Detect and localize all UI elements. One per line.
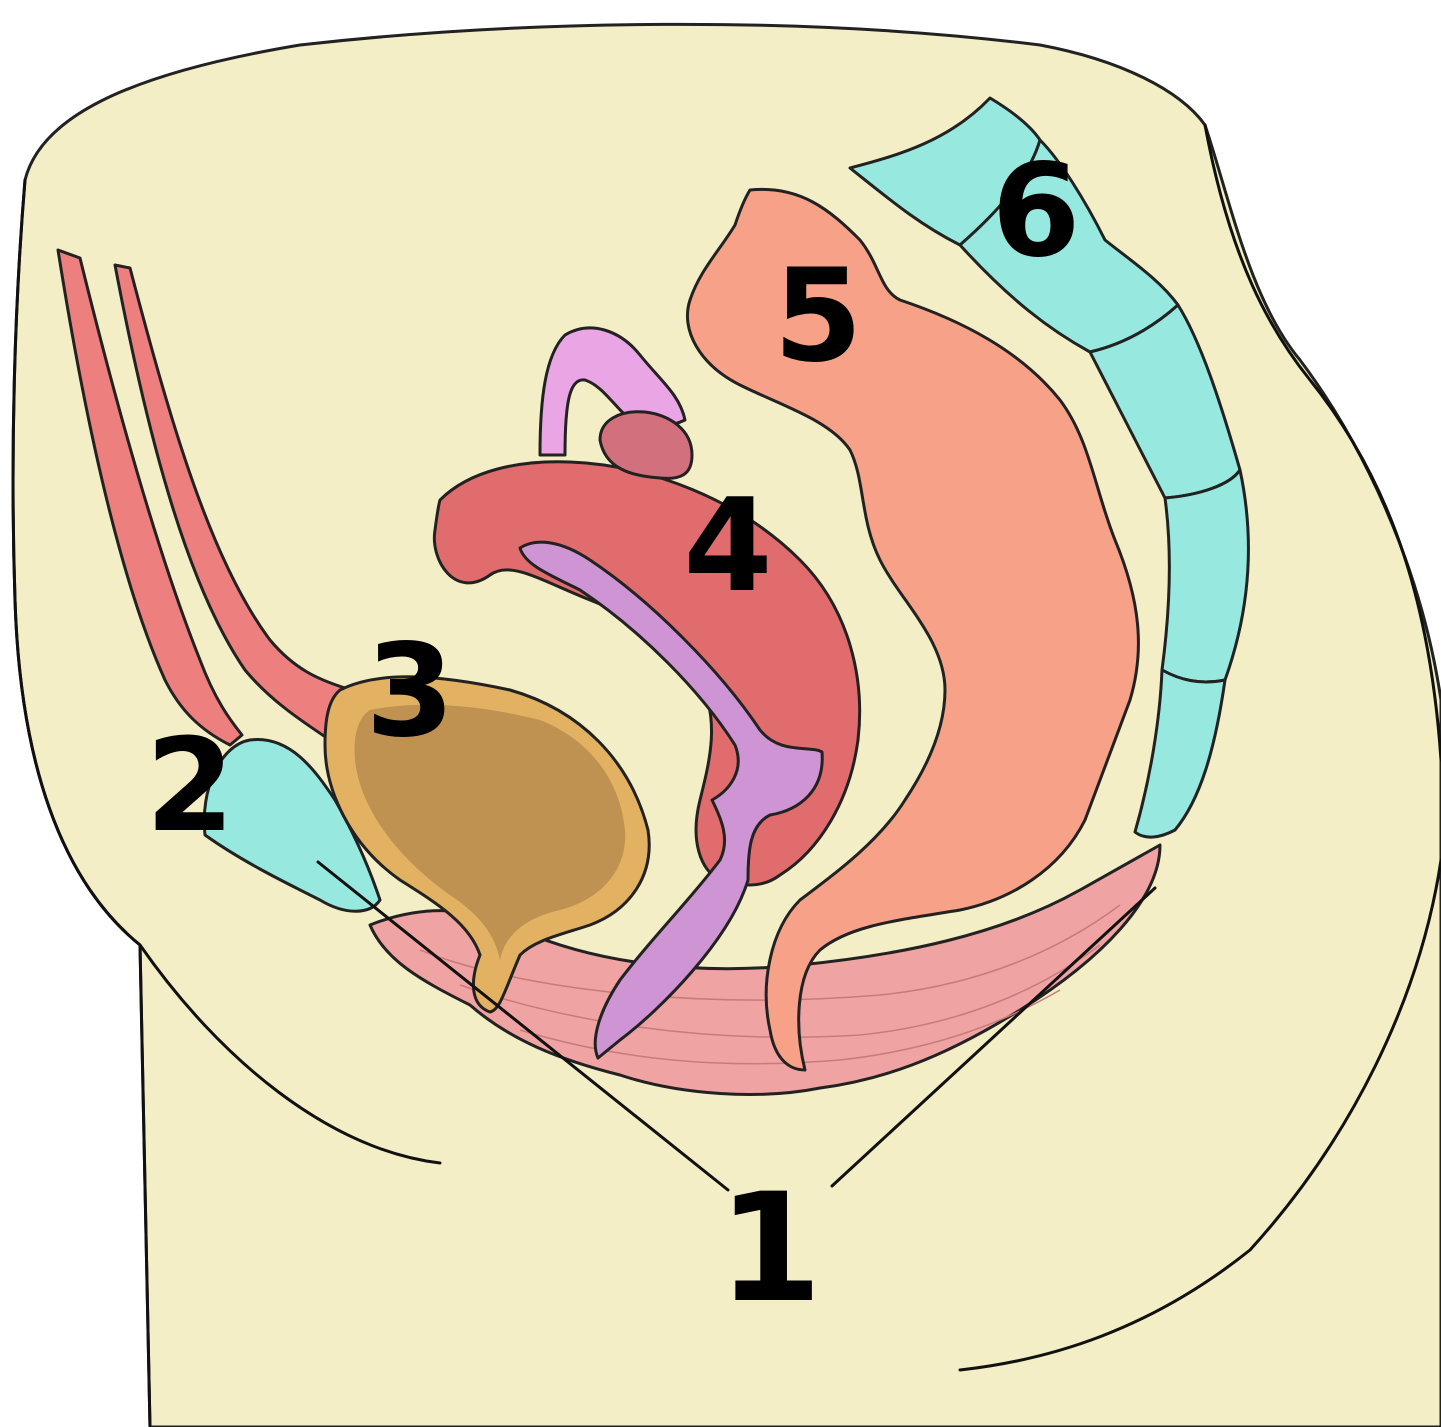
label-5: 5	[773, 242, 862, 391]
label-6: 6	[991, 137, 1080, 286]
label-3: 3	[365, 617, 454, 766]
label-2: 2	[145, 712, 234, 861]
label-4: 4	[683, 472, 772, 621]
label-1: 1	[718, 1162, 822, 1336]
